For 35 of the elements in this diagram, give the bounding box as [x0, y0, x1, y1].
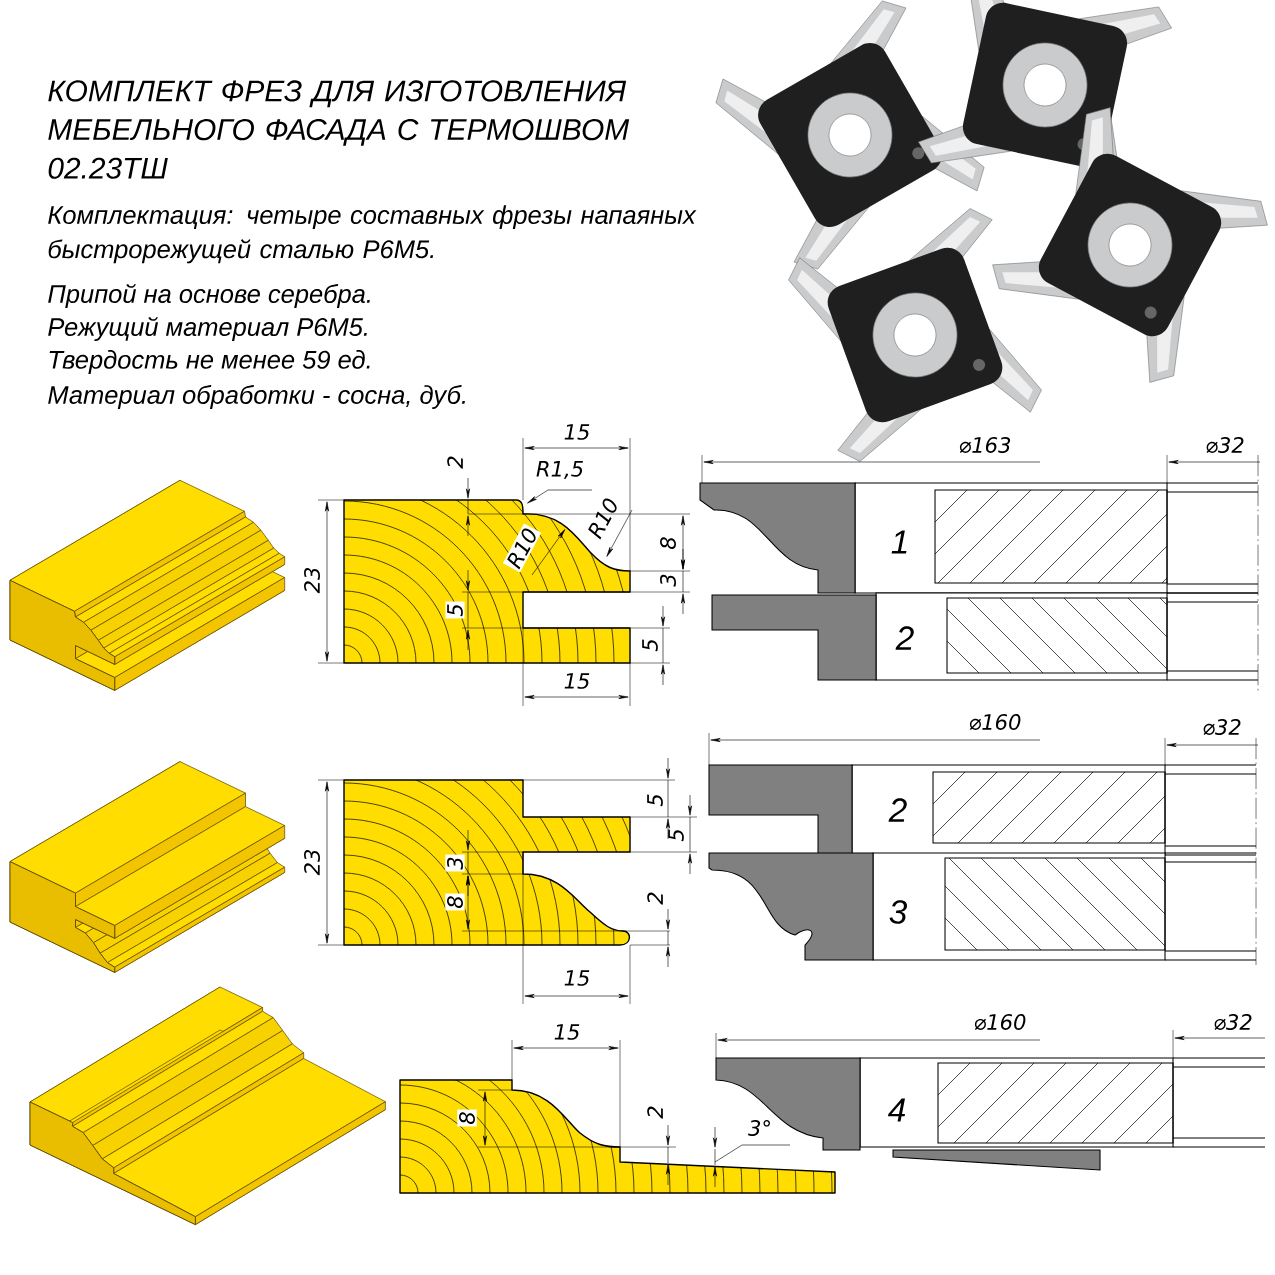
- dimension-label: ⌀32: [1214, 1014, 1252, 1030]
- dimension-label: R1,5: [536, 461, 583, 479]
- dimension-label: ⌀160: [969, 714, 1021, 730]
- spec-text: Твердость не менее 59 ед.: [49, 350, 370, 374]
- dimension-label: 2: [647, 892, 663, 905]
- dimension-label: ⌀32: [1206, 437, 1244, 453]
- dimension-label: R10: [502, 523, 542, 573]
- dimension-label: ⌀160: [974, 1014, 1026, 1030]
- dimension-label: 5: [668, 829, 684, 842]
- dimension-label: 2: [447, 456, 463, 469]
- dimension-label: R10: [588, 498, 617, 540]
- spec-text: Материал обработки - сосна, дуб.: [48, 385, 465, 409]
- dimension-label: 5: [647, 794, 663, 807]
- dimension-label: 2: [647, 1106, 663, 1119]
- cutter-number: 2: [888, 798, 907, 822]
- dimension-label: 5: [642, 639, 658, 652]
- dimension-label: ⌀163: [959, 437, 1011, 453]
- cutter-number: 3: [889, 900, 907, 924]
- dimension-label: 23: [304, 567, 320, 594]
- spec-text: Режущий материал Р6М5.: [48, 316, 367, 342]
- dimension-label: 15: [564, 970, 590, 986]
- dimension-label: 3: [660, 574, 676, 587]
- cutter-number: 4: [887, 1098, 906, 1122]
- title: КОМПЛЕКТ ФРЕЗ ДЛЯ ИЗГОТОВЛЕНИЯ МЕБЕЛЬНОГО ФАСАДА С ТЕРМОШВОМ 02.23ТШ: [48, 80, 630, 179]
- spec-text: Комплектация: четыре составных фрезы напаяных быстрорежущей сталью Р6М5.: [48, 205, 697, 264]
- dimension-label: 15: [554, 1024, 580, 1040]
- dimension-label: 15: [564, 424, 590, 440]
- dimension-label: 15: [564, 673, 590, 689]
- cutter-number: 2: [895, 626, 914, 650]
- spec-text: Припой на основе серебра.: [48, 283, 370, 309]
- dimension-label: 3°: [748, 1120, 770, 1136]
- dimension-label: 8: [660, 537, 676, 549]
- dimension-label: ⌀32: [1203, 719, 1241, 735]
- dimension-label: 23: [304, 849, 320, 876]
- cutter-number: 1: [891, 530, 907, 554]
